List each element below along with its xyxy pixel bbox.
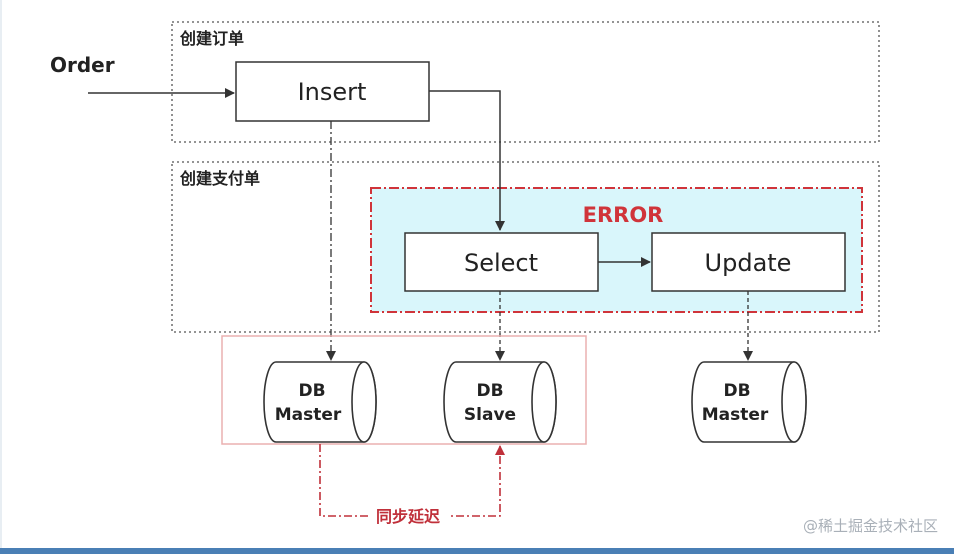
- error-label: ERROR: [583, 203, 664, 227]
- group-create-payment-label: 创建支付单: [179, 169, 260, 188]
- db-master-1-line2: Master: [275, 405, 342, 425]
- db-slave: DB Slave: [443, 361, 557, 443]
- db-slave-line1: DB: [476, 381, 503, 401]
- left-edge: [0, 0, 2, 554]
- order-label: Order: [50, 53, 115, 77]
- select-node-label: Select: [464, 249, 538, 277]
- db-master-2-line2: Master: [702, 405, 769, 425]
- sync-delay-label: 同步延迟: [376, 507, 440, 526]
- db-master-1: DB Master: [263, 361, 377, 443]
- db-master-1-line1: DB: [298, 381, 325, 401]
- insert-node: [235, 61, 430, 122]
- update-node: [651, 232, 846, 292]
- update-node-label: Update: [705, 249, 792, 277]
- insert-to-select-arrow: [429, 90, 505, 231]
- db-master-2-line1: DB: [723, 381, 750, 401]
- select-node: [404, 232, 599, 292]
- db-cluster-box: [221, 335, 587, 445]
- db-slave-line2: Slave: [464, 405, 516, 425]
- group-create-payment-box: [171, 161, 880, 333]
- group-create-order-label: 创建订单: [179, 29, 244, 48]
- insert-node-label: Insert: [298, 78, 367, 106]
- group-create-order-box: [171, 21, 880, 143]
- sync-delay-label-bg: [368, 505, 448, 527]
- bottom-bar: [0, 548, 954, 554]
- watermark-text: @稀土掘金技术社区: [803, 517, 938, 535]
- db-master-2: DB Master: [691, 361, 807, 443]
